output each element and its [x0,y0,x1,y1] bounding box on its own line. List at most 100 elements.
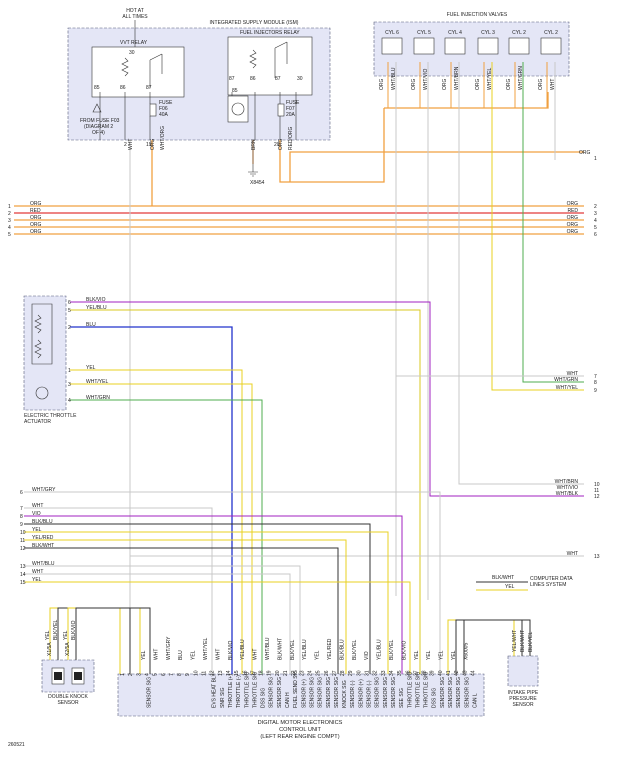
right-group2-num: 11 [594,488,599,494]
from-fuse-arrow [92,103,102,113]
dme-wire-label: YEL/BLU [302,639,308,660]
dme-wire-label: VIO [364,651,370,660]
throttle-actuator-box [23,295,67,411]
right-group2-num: 12 [594,494,600,500]
ism-pin: 19 [146,142,152,148]
left-bundle-label: YEL/RED [32,535,54,541]
left-bundle-wire-13 [24,565,301,674]
dme-pin-number: 6 [161,673,167,676]
dme-pin-number: 25 [316,670,322,676]
dme-wire-label: BLK/VIO [401,640,407,660]
diagram-id: 260521 [8,742,25,748]
injector-wire-b: WHT/YEL [487,68,493,90]
vvt-pin-30: 30 [129,50,135,56]
dme-pin-label: SENSOR SIG [326,677,332,708]
throttle-pin: 6 [68,300,71,306]
throttle-blu [70,326,233,674]
fuel-pin-30: 30 [297,76,303,82]
left-bundle-num: 12 [20,546,26,552]
left-bundle-num: 8 [20,514,23,520]
dme-pin-number: 20 [275,670,281,676]
knock-wire-4 [75,607,151,674]
left-bundle-wire-12 [24,547,339,674]
throttle-label-2: ACTUATOR [24,419,51,425]
fiv-title: FUEL INJECTION VALVES [447,12,508,18]
injector-wire-b: WHT/GRN [518,66,524,90]
dme-pin-label: SENSOR SIG [464,677,470,708]
dme-wire-label: YEL [414,650,420,660]
left-bundle-label: WHT/BLU [32,561,55,567]
harness-left-num: 2 [8,211,11,217]
dme-pin-label: THROTTLE SIG [415,671,421,708]
harness-right-num: 1 [594,156,597,162]
dme-pin-label: CAN L [472,693,478,708]
dme-pin-label: THROTTLE SIG [252,671,258,708]
harness-left-label: ORG [30,201,42,207]
left-bundle-wire-11 [24,539,347,674]
dme-wire-label: YEL/BLU [240,639,246,660]
power-label-2: ALL TIMES [122,14,148,20]
ism-wire-label: BRN [251,139,257,150]
knock-wire-label: YEL [45,630,51,640]
dme-wire-label: YEL [426,650,432,660]
knock-wire-label: YEL [63,630,69,640]
dme-wire-label: BLU [178,650,184,660]
dme-pin-number: 19 [267,670,273,676]
throttle-whtgrn [70,399,263,674]
dme-wire-label: YEL [141,650,147,660]
throttle-pots-symbol [31,303,53,365]
dme-pin-label: SENSOR SIG [309,677,315,708]
dme-pin-number: 21 [283,670,289,676]
fiv-module [373,21,570,77]
dme-pin-label: SENSOR (-) [350,680,356,708]
intake-label-2: PRESSURE [509,696,537,702]
vvt-pin-87: 87 [146,85,152,91]
ism-title: INTEGRATED SUPPLY MODULE (ISM) [210,20,299,26]
knock-label-1: DOUBLE KNOCK [48,694,88,700]
dme-pin-number: 5 [153,673,159,676]
dme-pin-number: 7 [169,673,175,676]
comp-data-wire-2: YEL [505,584,515,590]
dme-pin-label: SENSOR (-) [367,680,373,708]
intake-label-3: SENSOR [512,702,534,708]
dme-pin-label: THROTTLE SIG [424,671,430,708]
dme-pin-label: SENSOR SIG [375,677,381,708]
dme-pin-label: SENSOR SIG [318,677,324,708]
fuel-pin-87a: 87 [229,76,235,82]
from-fuse-2: (DIAGRAM 2 [84,124,113,130]
dme-pin-number: 24 [307,670,313,676]
dme-pin-number: 4 [144,673,150,676]
power-label-1: HOT AT [126,8,144,14]
dme-pin-number: 22 [291,670,297,676]
fuel-relay-box [227,36,313,96]
ism-wire-label: ORG [278,139,284,151]
dme-wire-label: BLK/YEL [389,639,395,660]
left-bundle-label: YEL [32,577,42,583]
dme-pin-label: DSS SIG [261,688,267,708]
dme-pin-label: THROTTLE SIG [407,671,413,708]
injector-wire-a: ORG [442,79,448,91]
injector-4-box [477,37,499,55]
harness-right-label: ORG [567,201,579,207]
dme-pin-number: 14 [226,670,232,676]
dme-pin-number: 30 [356,670,362,676]
dme-pin-label: SENSOR (+) [301,679,307,708]
relay-driver-box [227,95,249,123]
dme-wire-label: WHT [153,649,159,660]
vvt-relay-box [91,46,185,98]
dme-pin-label: SENSOR SIG [383,677,389,708]
injector-wire-a: ORG [379,79,385,91]
left-bundle-wire-9 [24,523,371,674]
dme-pin-label: SENSOR SIG [456,677,462,708]
dme-pin-number: 40 [438,670,444,676]
dme-pin-number: 39 [430,670,436,676]
dme-pin-number: 44 [470,670,476,676]
dme-wire-label: YEL [315,650,321,660]
vvt-coil-symbol [121,57,129,77]
left-bundle-num: 14 [20,572,26,578]
ism-wire-label: WHT/ORG [160,126,166,150]
intake-wire-label: YEL/WHT [512,630,518,652]
wire-org-bus [289,151,584,182]
left-bundle-wire-8 [24,515,403,674]
injector-label: CYL 2 [544,30,558,36]
